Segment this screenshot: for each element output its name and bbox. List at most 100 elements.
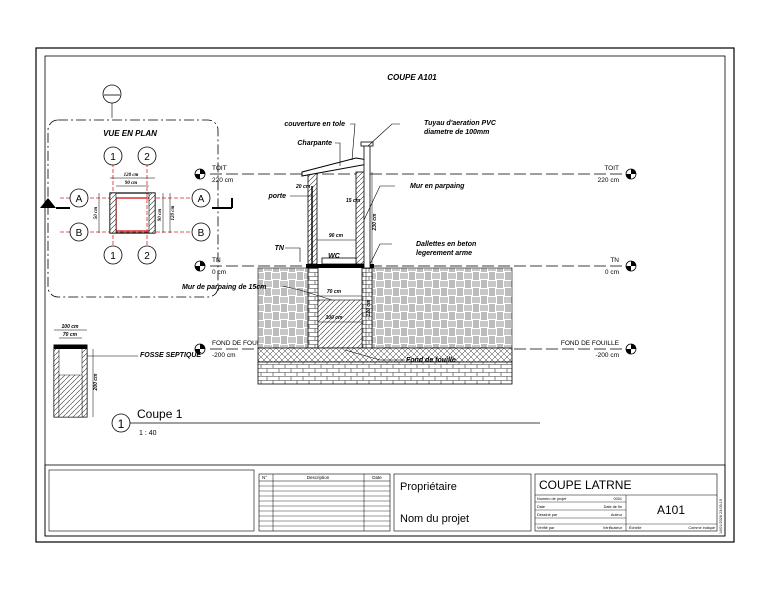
septic-top <box>54 345 87 349</box>
level-toit-name-left: TOIT <box>212 165 227 172</box>
plan-dim-left: 50 cm <box>94 207 99 219</box>
septic-wall-right <box>81 344 88 418</box>
rev-col-date: Date <box>372 475 382 480</box>
label-tuyau-1: Tuyau d'aeration PVC <box>424 120 497 127</box>
level-fond-value-right: -200 cm <box>596 352 619 359</box>
project-number: 0001 <box>614 497 622 501</box>
label-porte: porte <box>268 193 287 200</box>
label-tn: TN <box>275 245 285 252</box>
drawn-by-label: Dessiné par <box>537 513 558 517</box>
grid-label-1-top: 1 <box>110 152 116 163</box>
fosse-dim-70: 70 cm <box>63 332 78 338</box>
septic-wall-left <box>53 344 60 418</box>
pit-wall-left <box>307 267 319 349</box>
grid-bubble-1-bottom <box>103 245 123 265</box>
label-mur-15: Mur de parpaing de 15cm <box>182 284 266 291</box>
sec-dim-120: 120 cm <box>366 299 372 317</box>
view-number: 1 <box>118 417 125 431</box>
plan-dim-90: 90 cm <box>125 181 137 186</box>
sec-dim-15: 15 cm <box>346 198 361 204</box>
septic-tank-detail <box>53 329 138 418</box>
sec-dim-90: 90 cm <box>329 233 344 239</box>
level-fond-name-left: FOND DE FOUILLE <box>212 340 271 347</box>
slab <box>306 264 374 268</box>
project-box <box>393 473 532 532</box>
grid-bubble-2-top <box>137 146 157 166</box>
grid-label-1-bottom: 1 <box>110 251 116 262</box>
grid-bubble-a-left <box>69 188 89 208</box>
wc-seat <box>321 257 357 265</box>
label-tuyau-2: diametre de 100mm <box>424 129 489 136</box>
view-name: Coupe 1 <box>137 407 183 421</box>
plan-view: VUE EN PLAN 120 cm 90 cm 90 cm 120 cm 50… <box>40 84 233 298</box>
section-title: COUPE A101 <box>387 73 437 82</box>
septic-fill <box>58 374 83 418</box>
plan-inner <box>115 197 151 232</box>
level-marker-toit-right <box>625 168 637 180</box>
level-fond-name-right: FOND DE FOUILLE <box>561 340 620 347</box>
project-name: Nom du projet <box>400 513 469 525</box>
level-marker-toit-left <box>194 168 206 180</box>
foundation-base <box>257 361 513 385</box>
level-tn-value-right: 0 cm <box>605 269 619 276</box>
grid-bubble-1-top <box>103 146 123 166</box>
timestamp: 14/01/2026 23:05:19 <box>719 499 723 534</box>
level-fond-value-left: -200 cm <box>212 352 235 359</box>
fosse-dim-100: 100 cm <box>62 324 80 330</box>
grid-label-a-right: A <box>198 194 205 205</box>
vent-pipe-cap <box>360 141 374 147</box>
level-markers <box>194 168 637 355</box>
sec-dim-100: 100 cm <box>326 315 344 321</box>
view-title: 1 Coupe 1 1 : 40 <box>111 407 540 437</box>
label-dallettes-1: Dallettes en beton <box>416 241 476 248</box>
level-marker-fond-right <box>625 343 637 355</box>
level-marker-tn-right <box>625 260 637 272</box>
grid-bubble-2-bottom <box>137 245 157 265</box>
grid-label-a-left: A <box>76 194 83 205</box>
scale-label: Échelle <box>629 525 641 530</box>
section-cut-marker <box>40 198 233 209</box>
owner: Propriétaire <box>400 481 457 493</box>
label-mur-parpaing: Mur en parpaing <box>410 183 465 190</box>
plan-walls <box>109 192 156 234</box>
level-toit-value-right: 220 cm <box>598 177 619 184</box>
plan-dim-120: 120 cm <box>124 173 139 178</box>
grid-label-b-left: B <box>76 228 83 239</box>
revision-table <box>258 473 391 532</box>
grid-bubble-b-left <box>69 222 89 242</box>
level-tn-name-right: TN <box>610 257 619 264</box>
date-value: Date de fin <box>604 505 622 509</box>
view-scale: 1 : 40 <box>139 430 157 437</box>
grid-bubble-b-right <box>191 222 211 242</box>
plan-dim-90v: 90 cm <box>158 209 163 221</box>
grid-label-2-bottom: 2 <box>144 251 150 262</box>
label-couverture: couverture en tole <box>284 121 345 128</box>
plan-callout-border <box>47 119 219 298</box>
checked-by-label: Vérifié par <box>537 526 555 530</box>
sheet-border <box>35 47 735 543</box>
level-toit-value-left: 220 cm <box>212 177 233 184</box>
sheet-number: A101 <box>657 503 685 517</box>
drawn-by: Auteur <box>611 513 623 517</box>
checked-by: Vérificateur <box>603 526 623 530</box>
vent-pipe <box>363 143 371 269</box>
plan-view-title: VUE EN PLAN <box>103 129 157 138</box>
pit-contents <box>317 299 363 349</box>
section-view <box>257 141 513 385</box>
rev-col-no: N° <box>262 475 267 480</box>
sec-dim-70: 70 cm <box>327 289 342 295</box>
rev-col-desc: Description <box>307 475 330 480</box>
grid-label-b-right: B <box>198 228 205 239</box>
level-toit-name-right: TOIT <box>604 165 619 172</box>
level-tn-value-left: 0 cm <box>212 269 226 276</box>
plan-wall-right <box>148 192 156 234</box>
soil-right <box>371 267 513 349</box>
date-label: Date <box>537 505 545 509</box>
label-fond-fouille: Fond de fouille <box>406 357 456 364</box>
leaders <box>281 123 405 361</box>
sec-dim-20: 20 cm <box>295 184 311 190</box>
grid-label-2-top: 2 <box>144 152 150 163</box>
level-marker-tn-left <box>194 260 206 272</box>
label-wc: WC <box>328 253 341 260</box>
